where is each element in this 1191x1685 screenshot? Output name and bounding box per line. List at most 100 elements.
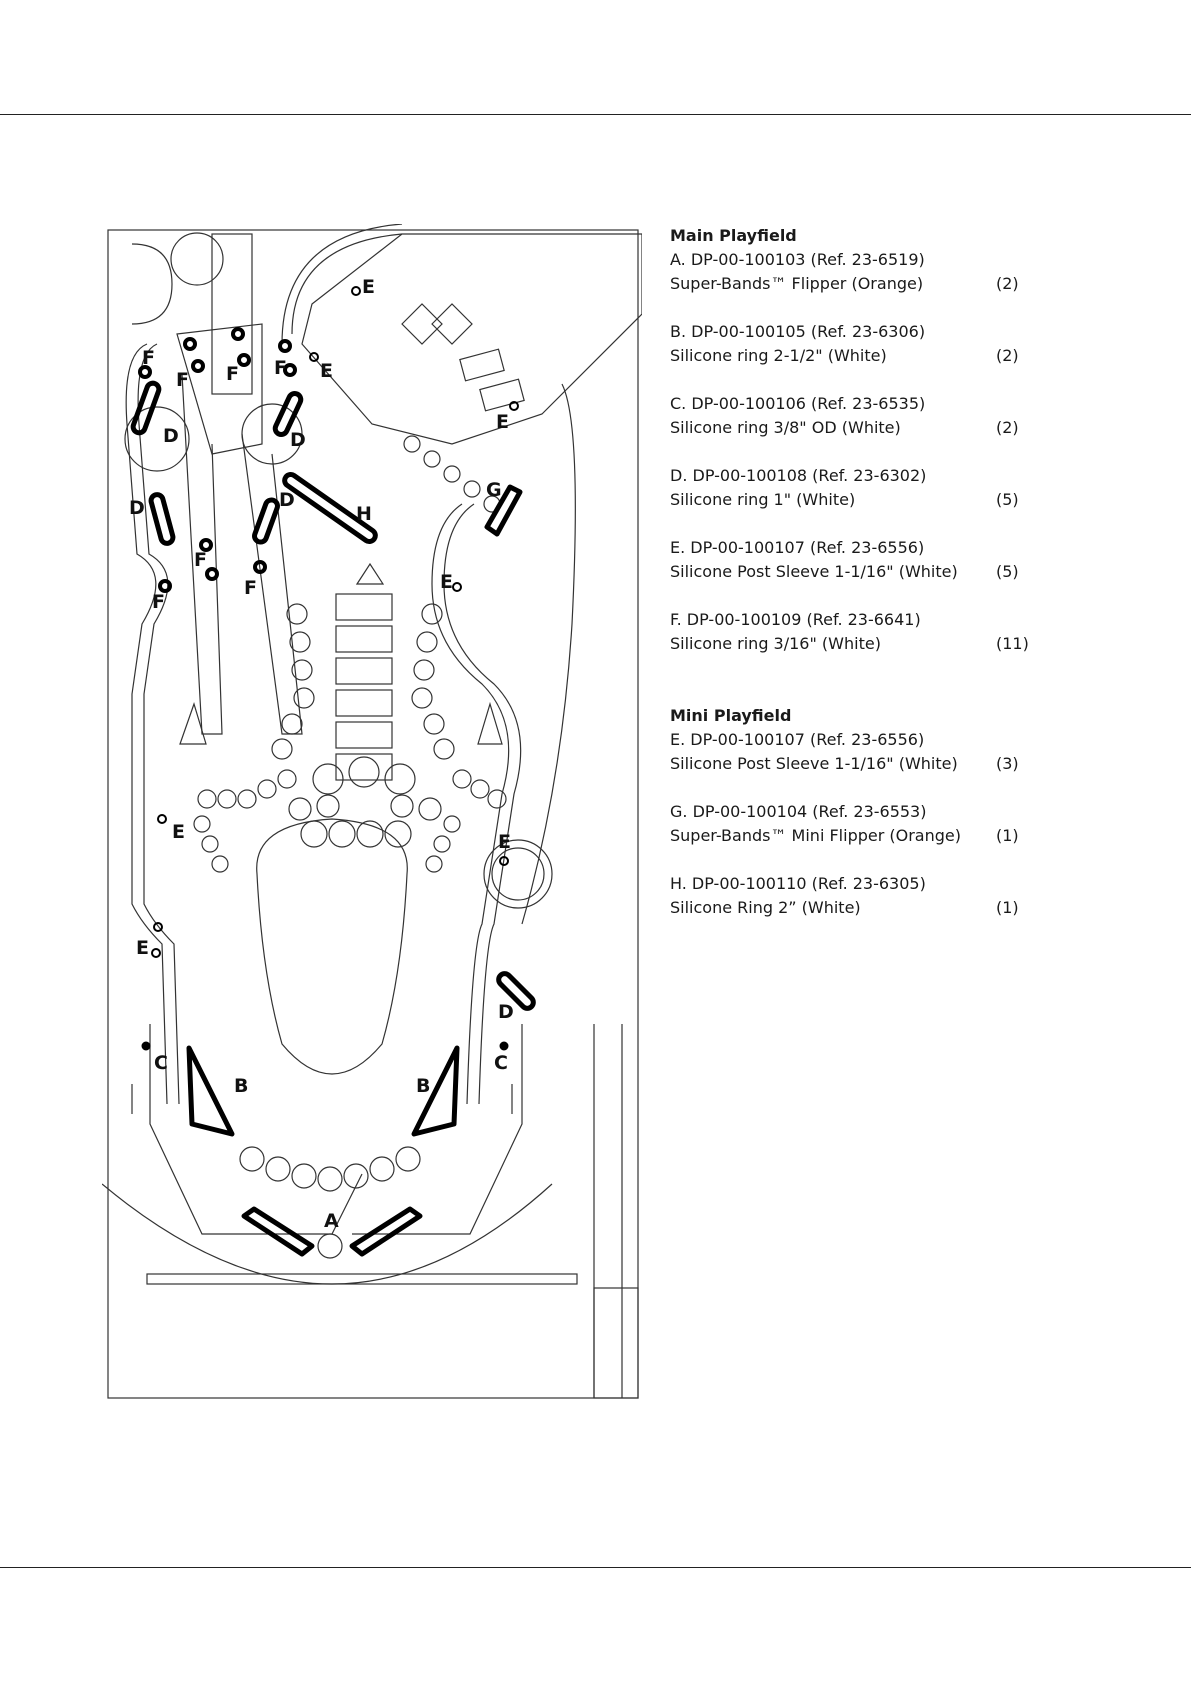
part-f: F. DP-00-100109 (Ref. 23-6641) Silicone … xyxy=(670,608,1090,656)
mini-ring-h xyxy=(282,471,378,545)
label-e-1: E xyxy=(362,276,375,298)
part-a: A. DP-00-100103 (Ref. 23-6519) Super-Ban… xyxy=(670,248,1090,296)
label-f-3: F xyxy=(226,363,239,385)
mini-part-h: H. DP-00-100110 (Ref. 23-6305) Silicone … xyxy=(670,872,1090,920)
left-disc xyxy=(124,406,190,472)
center-disc xyxy=(241,403,303,465)
label-f-4: F xyxy=(274,357,287,379)
part-qty: (3) xyxy=(996,754,1019,773)
center-insert-4 xyxy=(335,689,393,717)
part-name: Silicone ring 1" (White) xyxy=(670,490,856,509)
center-playfield-art xyxy=(256,818,408,1075)
mini-part-g: G. DP-00-100104 (Ref. 23-6553) Super-Ban… xyxy=(670,800,1090,848)
label-e-5: E xyxy=(172,821,185,843)
label-d-2: D xyxy=(129,497,145,519)
part-code: B. DP-00-100105 (Ref. 23-6306) xyxy=(670,322,926,341)
apron xyxy=(146,1273,578,1285)
part-name: Super-Bands™ Flipper (Orange) xyxy=(670,274,924,293)
top-arch-rail-outer xyxy=(281,224,403,345)
main-playfield-title: Main Playfield xyxy=(670,226,797,245)
part-code: E. DP-00-100107 (Ref. 23-6556) xyxy=(670,538,925,557)
label-e-3: E xyxy=(496,411,509,433)
mini-part-e: E. DP-00-100107 (Ref. 23-6556) Silicone … xyxy=(670,728,1090,776)
mini-light-3 xyxy=(443,465,461,483)
label-f-1: F xyxy=(142,347,155,369)
ring-d-5 xyxy=(496,971,536,1011)
insert-lights xyxy=(193,603,507,1259)
cabinet-outline xyxy=(107,229,639,1399)
part-name: Super-Bands™ Mini Flipper (Orange) xyxy=(670,826,961,845)
label-b-left: B xyxy=(234,1075,248,1097)
header-rule xyxy=(0,114,1191,115)
center-insert-3 xyxy=(335,657,393,685)
part-name: Silicone Post Sleeve 1-1/16" (White) xyxy=(670,562,958,581)
label-f-2: F xyxy=(176,369,189,391)
part-qty: (2) xyxy=(996,346,1019,365)
label-e-4: E xyxy=(440,571,453,593)
upper-left-disc xyxy=(170,232,224,286)
label-e-2: E xyxy=(320,360,333,382)
mini-light-2 xyxy=(423,450,441,468)
mini-insert-1 xyxy=(459,348,505,382)
part-qty: (5) xyxy=(996,490,1019,509)
part-qty: (1) xyxy=(996,826,1019,845)
mini-playfield-inserts xyxy=(401,303,473,345)
footer-rule xyxy=(0,1567,1191,1568)
center-arrow-insert xyxy=(355,562,385,585)
top-arch-rail xyxy=(291,233,403,335)
main-playfield-section: Main Playfield A. DP-00-100103 (Ref. 23-… xyxy=(670,224,1090,656)
part-c: C. DP-00-100106 (Ref. 23-6535) Silicone … xyxy=(670,392,1090,440)
post-rubbers xyxy=(138,286,519,1051)
center-ramp-left xyxy=(181,373,223,735)
label-e-6: E xyxy=(136,937,149,959)
part-b: B. DP-00-100105 (Ref. 23-6306) Silicone … xyxy=(670,320,1090,368)
left-wire-rail xyxy=(125,343,168,1105)
mini-light-1 xyxy=(403,435,421,453)
part-code: A. DP-00-100103 (Ref. 23-6519) xyxy=(670,250,925,269)
right-scoop-cup-inner xyxy=(491,847,545,901)
part-name: Silicone Ring 2” (White) xyxy=(670,898,861,917)
mini-flipper-g xyxy=(484,484,523,537)
label-f-5: F xyxy=(194,549,207,571)
ring-d-2 xyxy=(148,492,176,546)
ring-d-4 xyxy=(252,497,280,545)
upper-left-arc xyxy=(131,243,173,325)
part-name: Silicone Post Sleeve 1-1/16" (White) xyxy=(670,754,958,773)
part-code: H. DP-00-100110 (Ref. 23-6305) xyxy=(670,874,926,893)
part-name: Silicone ring 2-1/2" (White) xyxy=(670,346,887,365)
mini-playfield-title: Mini Playfield xyxy=(670,706,792,725)
part-code: D. DP-00-100108 (Ref. 23-6302) xyxy=(670,466,927,485)
center-insert-6 xyxy=(335,753,393,781)
part-code: F. DP-00-100109 (Ref. 23-6641) xyxy=(670,610,921,629)
label-d-5: D xyxy=(498,1001,514,1023)
playfield-diagram: A B B C C D D D D D E E E E E E E F F F … xyxy=(102,224,642,1399)
right-scoop-cup xyxy=(483,839,553,909)
slingshot-rubber-right xyxy=(411,1045,460,1137)
mini-playfield xyxy=(301,233,642,445)
center-insert-5 xyxy=(335,721,393,749)
label-d-3: D xyxy=(290,429,306,451)
label-f-7: F xyxy=(152,591,165,613)
part-code: C. DP-00-100106 (Ref. 23-6535) xyxy=(670,394,926,413)
flipper-rubber-right xyxy=(349,1206,423,1257)
label-d-4: D xyxy=(279,489,295,511)
label-f-6: F xyxy=(244,577,257,599)
label-c-left: C xyxy=(154,1052,168,1074)
mini-light-4 xyxy=(463,480,481,498)
part-qty: (1) xyxy=(996,898,1019,917)
center-insert-1 xyxy=(335,593,393,621)
plunger-box xyxy=(593,1287,639,1399)
ring-d-3 xyxy=(272,390,304,438)
right-orbit-rail xyxy=(521,383,576,925)
part-code: E. DP-00-100107 (Ref. 23-6556) xyxy=(670,730,925,749)
part-name: Silicone ring 3/16" (White) xyxy=(670,634,881,653)
label-c-right: C xyxy=(494,1052,508,1074)
center-ramp-plate xyxy=(176,323,263,455)
flipper-rubber-left xyxy=(241,1206,315,1257)
right-wire-rail xyxy=(431,503,510,1105)
lower-left-inlane xyxy=(149,1024,363,1235)
part-code: G. DP-00-100104 (Ref. 23-6553) xyxy=(670,802,927,821)
parts-list: Main Playfield A. DP-00-100103 (Ref. 23-… xyxy=(670,224,1090,944)
left-wire-rail-inner xyxy=(137,343,180,1105)
center-insert-2 xyxy=(335,625,393,653)
